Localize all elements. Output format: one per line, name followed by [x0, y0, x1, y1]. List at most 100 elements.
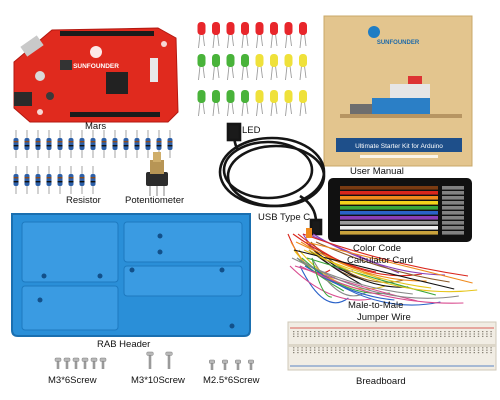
- label-rab-header: RAB Header: [97, 339, 151, 350]
- screw: [81, 357, 89, 362]
- screw: [99, 357, 107, 362]
- label-jumper-line2: Jumper Wire: [357, 312, 411, 323]
- potentiometer: [146, 152, 168, 196]
- screw: [165, 351, 173, 356]
- label-led: LED: [242, 125, 261, 136]
- usb-cable: [218, 122, 326, 236]
- label-jumper-line1: Male-to-Male: [348, 300, 404, 311]
- resistor: [57, 138, 63, 150]
- jumper-wire: [297, 233, 423, 277]
- led: [255, 90, 264, 103]
- mars-board: SUNFOUNDER: [13, 27, 179, 123]
- label-m3x6-screw: M3*6Screw: [48, 375, 97, 386]
- led: [299, 54, 307, 67]
- resistor: [167, 138, 173, 150]
- led: [212, 90, 220, 103]
- led: [226, 54, 235, 67]
- screws: [54, 351, 254, 370]
- resistor: [35, 138, 41, 150]
- label-resistor: Resistor: [66, 195, 101, 206]
- breadboard: [287, 321, 497, 371]
- jumper-wire: [308, 249, 478, 293]
- screw: [90, 357, 98, 362]
- jumper-wire: [311, 257, 332, 298]
- led: [212, 54, 220, 67]
- led: [255, 54, 264, 67]
- led: [197, 54, 206, 67]
- screw: [248, 359, 254, 364]
- resistor: [57, 174, 63, 186]
- led: [226, 90, 235, 103]
- label-color-code-line2: Calculator Card: [347, 255, 413, 266]
- led: [241, 54, 249, 67]
- resistor: [101, 138, 107, 150]
- label-color-code-line1: Color Code: [353, 243, 402, 254]
- jumper-wire: [296, 257, 345, 292]
- resistor: [68, 138, 74, 150]
- led: [299, 90, 307, 103]
- label-m3x10-screw: M3*10Screw: [131, 375, 185, 386]
- led: [270, 90, 278, 103]
- jumper-wires: [287, 228, 478, 306]
- resistor: [145, 138, 151, 150]
- manual-title-text: Ultimate Starter Kit for Arduino: [355, 143, 443, 150]
- resistor: [24, 174, 30, 186]
- resistor: [13, 174, 19, 186]
- jumper-wire: [300, 241, 427, 282]
- resistor: [134, 138, 140, 150]
- jumper-wire: [309, 265, 441, 306]
- led: [241, 22, 249, 35]
- jumper-wire: [291, 257, 413, 295]
- led: [270, 22, 278, 35]
- screw: [209, 359, 215, 364]
- color-code-card: [328, 178, 472, 242]
- resistor: [123, 138, 129, 150]
- resistor: [24, 138, 30, 150]
- board-brand-text: SUNFOUNDER: [73, 63, 119, 70]
- resistor: [68, 174, 74, 186]
- led: [197, 22, 206, 35]
- screw: [63, 357, 71, 362]
- led: [226, 22, 235, 35]
- led: [284, 54, 293, 67]
- label-mars: Mars: [85, 121, 107, 132]
- jumper-wire: [299, 265, 349, 304]
- resistor: [90, 174, 96, 186]
- screw: [235, 359, 241, 364]
- resistor: [79, 138, 85, 150]
- jumper-wire: [293, 249, 455, 290]
- jumper-wire: [296, 257, 459, 299]
- led-grid: [197, 22, 307, 117]
- label-potentiometer: Potentiometer: [125, 195, 185, 206]
- jumper-wire: [308, 249, 363, 286]
- jumper-wire: [289, 265, 372, 301]
- label-usb-type-c: USB Type C: [258, 212, 311, 223]
- resistor: [79, 174, 85, 186]
- jumper-wire: [306, 257, 436, 296]
- resistor: [156, 138, 162, 150]
- label-m25x6-screw: M2.5*6Screw: [203, 375, 260, 386]
- screw: [146, 351, 154, 356]
- led: [299, 22, 307, 35]
- resistor: [46, 138, 52, 150]
- led: [241, 90, 249, 103]
- user-manual-booklet: SUNFOUNDER Ultimate Starter Kit for Ardu…: [323, 15, 473, 167]
- rab-holder: [11, 213, 251, 337]
- jumper-wire: [311, 257, 368, 297]
- led: [284, 22, 293, 35]
- led: [197, 90, 206, 103]
- resistor: [35, 174, 41, 186]
- label-breadboard: Breadboard: [356, 376, 406, 387]
- screw: [54, 357, 62, 362]
- led: [270, 54, 278, 67]
- resistor: [112, 138, 118, 150]
- screw: [72, 357, 80, 362]
- led: [284, 90, 293, 103]
- jumper-wire: [305, 241, 473, 284]
- manual-brand-text: SUNFOUNDER: [377, 40, 420, 46]
- led: [212, 22, 220, 35]
- resistor: [90, 138, 96, 150]
- jumper-wire: [302, 233, 469, 277]
- resistor: [46, 174, 52, 186]
